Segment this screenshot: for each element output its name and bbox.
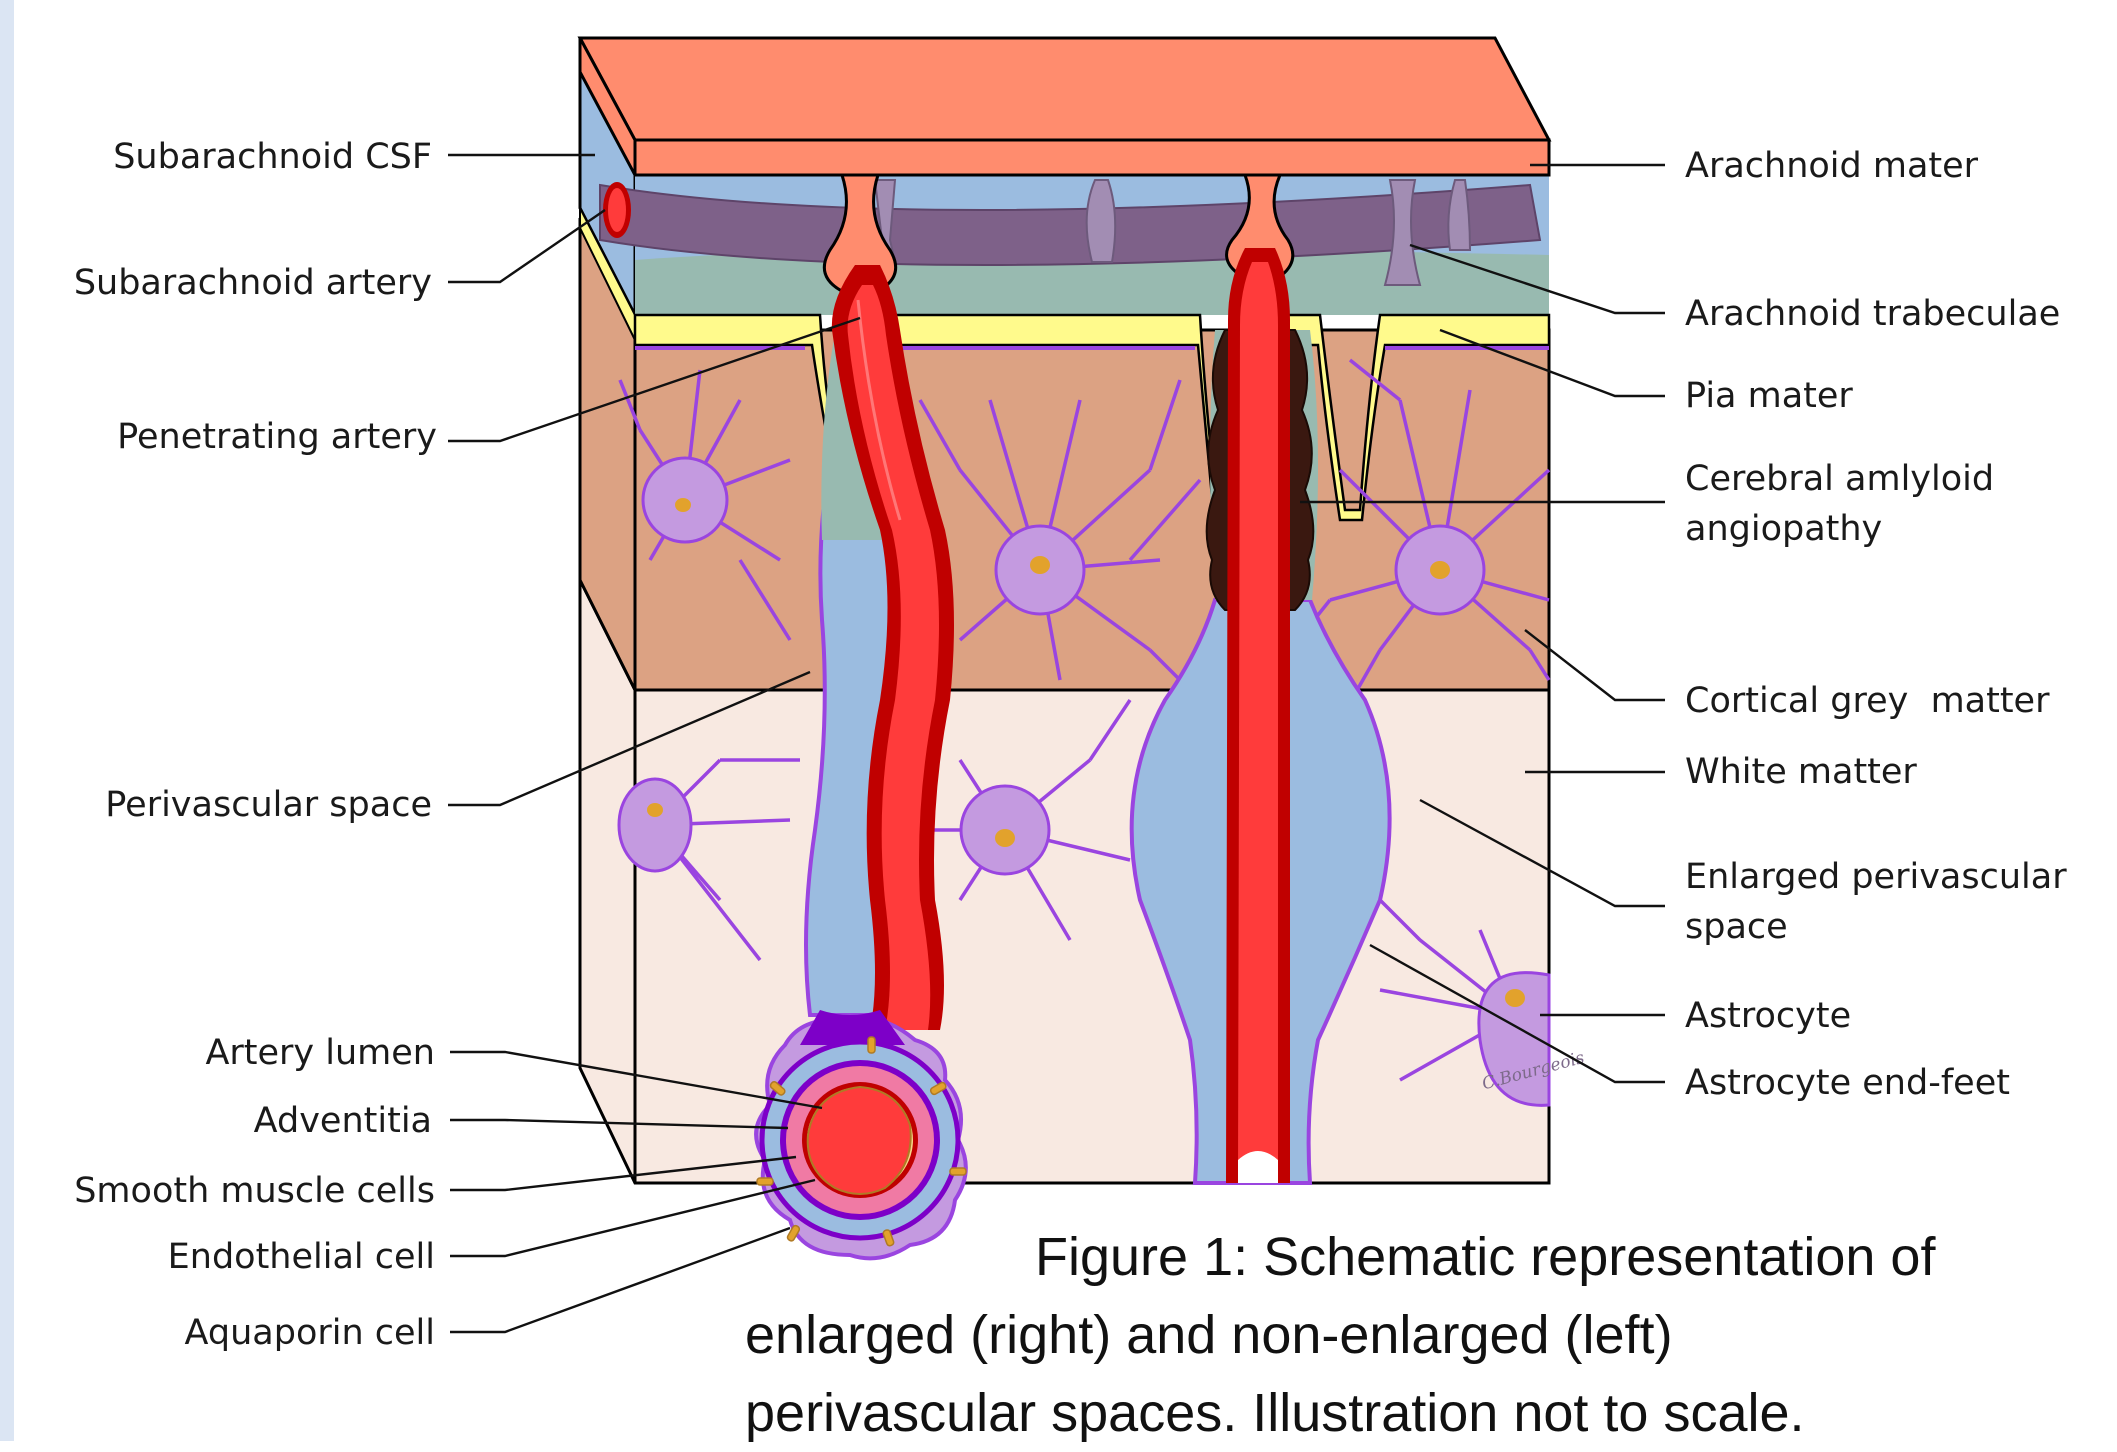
label-astrocyte-end-feet: Astrocyte end-feet xyxy=(1685,1063,2010,1103)
label-endothelial-cell: Endothelial cell xyxy=(168,1237,435,1277)
astrocyte-soma-4 xyxy=(961,786,1049,874)
label-pia-mater: Pia mater xyxy=(1685,376,1853,416)
caption-line-2: enlarged (right) and non-enlarged (left) xyxy=(745,1296,2045,1374)
figure-caption: Figure 1: Schematic representation of en… xyxy=(745,1218,2045,1452)
label-perivascular-space: Perivascular space xyxy=(105,785,432,825)
label-subarachnoid-csf: Subarachnoid CSF xyxy=(113,137,432,177)
label-cortical-grey-matter: Cortical grey matter xyxy=(1685,681,2050,721)
label-adventitia: Adventitia xyxy=(254,1101,432,1141)
caption-line-1: Figure 1: Schematic representation of xyxy=(745,1218,2045,1296)
astrocyte-soma-2 xyxy=(996,526,1084,614)
label-cerebral-amyloid-angiopathy-line2: angiopathy xyxy=(1685,509,1882,549)
label-white-matter: White matter xyxy=(1685,752,1917,792)
label-smooth-muscle-cells: Smooth muscle cells xyxy=(74,1171,435,1211)
right-penetrating-artery xyxy=(1226,248,1290,1183)
astrocyte-soma-3 xyxy=(1396,526,1484,614)
label-arachnoid-mater: Arachnoid mater xyxy=(1685,146,1979,186)
label-enlarged-perivascular-space-line2: space xyxy=(1685,907,1788,947)
caption-line-3: perivascular spaces. Illustration not to… xyxy=(745,1374,2045,1452)
subarachnoid-artery xyxy=(603,182,631,238)
label-artery-lumen: Artery lumen xyxy=(205,1033,435,1073)
label-astrocyte: Astrocyte xyxy=(1685,996,1851,1036)
label-aquaporin-cell: Aquaporin cell xyxy=(185,1313,435,1353)
astrocyte-soma-5 xyxy=(619,779,691,871)
label-enlarged-perivascular-space-line1: Enlarged perivascular xyxy=(1685,857,2067,897)
label-penetrating-artery: Penetrating artery xyxy=(117,417,437,457)
label-subarachnoid-artery: Subarachnoid artery xyxy=(74,263,432,303)
label-arachnoid-trabeculae: Arachnoid trabeculae xyxy=(1685,294,2060,334)
astrocyte-soma-1 xyxy=(643,458,727,542)
label-cerebral-amyloid-angiopathy-line1: Cerebral amlyloid xyxy=(1685,459,1994,499)
